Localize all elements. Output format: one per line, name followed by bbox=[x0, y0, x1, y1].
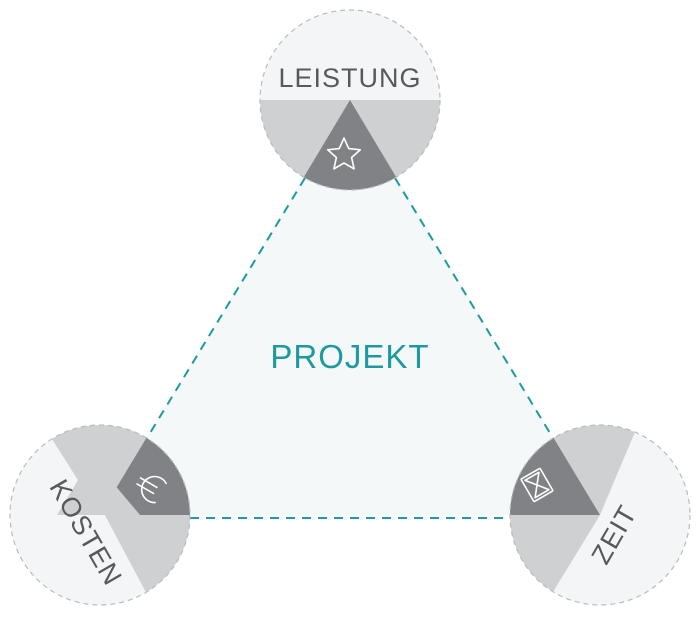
project-triangle bbox=[100, 100, 600, 515]
star-icon bbox=[326, 137, 362, 170]
node-label-leistung: LEISTUNG bbox=[278, 63, 421, 93]
node-zeit: ZEIT bbox=[509, 424, 691, 606]
connector-leistung-kosten bbox=[146, 177, 306, 439]
node-leistung: LEISTUNG bbox=[259, 9, 441, 191]
connector-leistung-zeit bbox=[394, 177, 554, 439]
hourglass-icon bbox=[520, 467, 554, 503]
center-label-projekt: PROJEKT bbox=[270, 338, 429, 375]
euro-icon bbox=[136, 475, 167, 504]
